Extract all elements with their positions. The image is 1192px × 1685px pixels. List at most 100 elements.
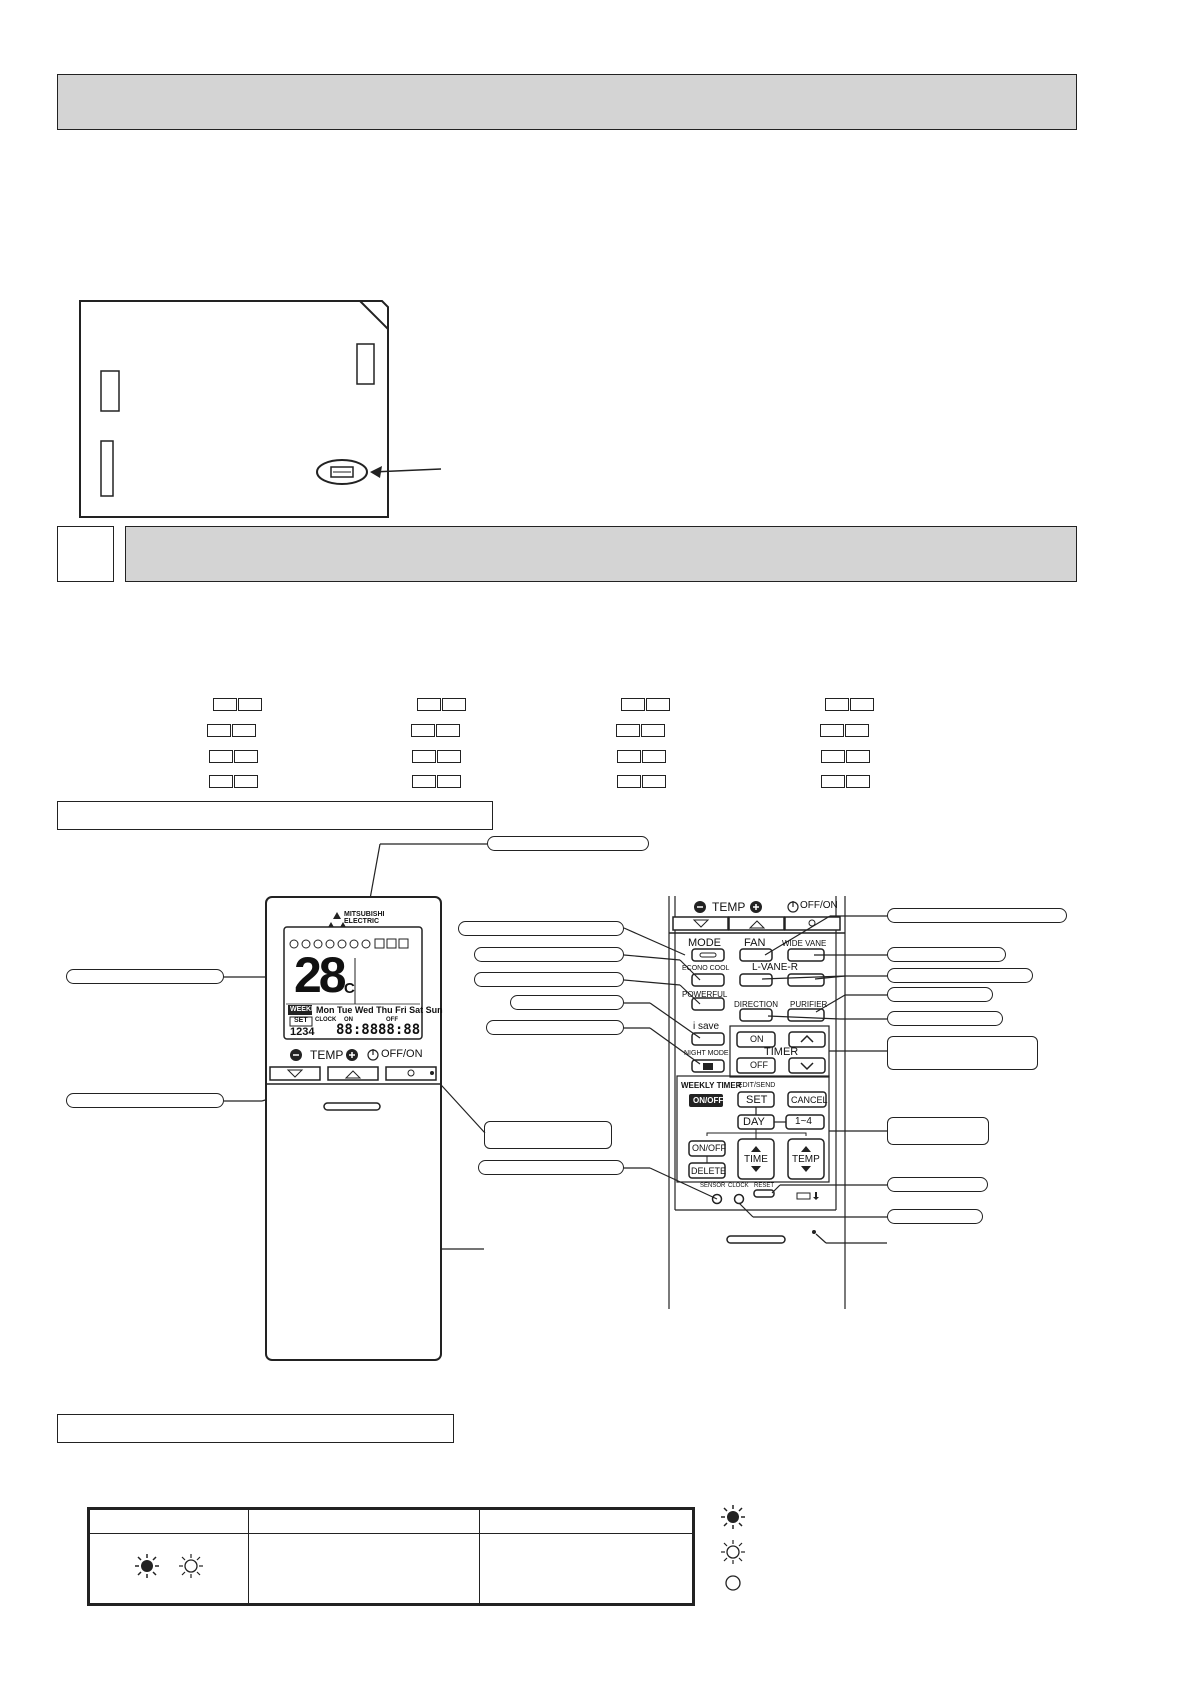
table-header-cell	[479, 1507, 695, 1534]
isave-label: i save	[693, 1021, 720, 1032]
subsection-title-box-remote	[57, 801, 493, 830]
time-button[interactable]	[738, 1139, 774, 1179]
reset-label: RESET	[754, 1183, 775, 1189]
cancel-button[interactable]	[788, 1092, 826, 1107]
inside-offon-label: OFF/ON	[800, 900, 838, 911]
timer-off-button[interactable]	[737, 1058, 775, 1073]
lcd-unit: °C	[338, 980, 355, 997]
sensor-button[interactable]	[712, 1194, 722, 1204]
inside-temp-label: TEMP	[712, 900, 746, 914]
temp-down-button[interactable]	[270, 1067, 320, 1080]
set-button[interactable]	[738, 1092, 774, 1107]
weekly-onoff-button[interactable]	[689, 1094, 723, 1107]
code-pair-r1c3	[621, 698, 671, 711]
callout-operate-button	[484, 1121, 612, 1149]
powerful-label: POWERFUL	[682, 990, 728, 999]
remote-controller-front	[224, 843, 487, 1361]
code-pair-r3c1	[209, 750, 259, 763]
set-label: SET	[746, 1094, 768, 1106]
delete-button[interactable]	[689, 1163, 725, 1178]
code-pair-r3c4	[821, 750, 871, 763]
direction-button[interactable]	[740, 1009, 772, 1021]
power-button[interactable]	[386, 1067, 436, 1080]
delete-label: DELETE	[691, 1166, 727, 1176]
night-mode-button[interactable]	[692, 1060, 724, 1072]
callout-timer	[887, 1036, 1038, 1070]
callout-direction	[887, 1011, 1003, 1026]
callout-temp-buttons	[66, 1093, 224, 1108]
sensor-label: SENSOR	[700, 1183, 726, 1189]
lamp-blinking-icon	[721, 1540, 745, 1564]
fan-button[interactable]	[740, 949, 772, 961]
wide-vane-button[interactable]	[788, 949, 824, 961]
powerful-button[interactable]	[692, 998, 724, 1010]
code-pair-r1c1	[213, 698, 263, 711]
lamp-on-icon	[135, 1554, 159, 1578]
code-pair-r4c3	[617, 775, 667, 788]
code-pair-r2c3	[616, 724, 666, 737]
front-cover-handle[interactable]	[324, 1103, 380, 1110]
mode-button[interactable]	[692, 949, 724, 961]
lcd-set-badge: SET	[294, 1017, 308, 1024]
clock-button[interactable]	[734, 1194, 744, 1204]
onoff-button[interactable]	[689, 1141, 725, 1156]
econo-cool-button[interactable]	[692, 974, 724, 986]
lamp-off-icon	[725, 1575, 741, 1591]
callout-operation-display	[66, 969, 224, 984]
timer-on-button[interactable]	[737, 1032, 775, 1047]
code-pair-r1c4	[825, 698, 875, 711]
weekly-onoff-label: ON/OFF	[693, 1096, 724, 1105]
callout-display	[487, 836, 649, 851]
isave-button[interactable]	[692, 1033, 724, 1045]
day-label: DAY	[743, 1116, 765, 1128]
night-mode-label: NIGHT MODE	[684, 1050, 729, 1057]
timer-up-button[interactable]	[789, 1032, 825, 1047]
edit-send-label: EDIT/SEND	[738, 1082, 776, 1089]
vane-right-button[interactable]	[788, 974, 824, 986]
offon-label: OFF/ON	[381, 1048, 423, 1060]
table-header-cell	[87, 1507, 249, 1534]
weekly-temp-button[interactable]	[788, 1139, 824, 1179]
section-number-box	[57, 526, 114, 582]
range-button[interactable]	[786, 1115, 824, 1129]
onoff-label: ON/OFF	[692, 1143, 726, 1153]
lamp-legend	[721, 1505, 745, 1591]
callout-night-mode	[486, 1020, 624, 1035]
callout-l-vane-r	[887, 968, 1033, 983]
table-lamp-cell	[87, 1533, 249, 1606]
reset-button[interactable]	[754, 1190, 774, 1197]
lcd-time-off: 88:88	[378, 1022, 421, 1038]
lcd-temperature: 28	[294, 947, 347, 1003]
weekly-timer-label: WEEKLY TIMER	[681, 1081, 742, 1090]
lcd-time-on: 88:88	[336, 1022, 379, 1038]
callout-offon	[887, 908, 1067, 923]
timer-down-button[interactable]	[789, 1058, 825, 1073]
wide-vane-label: WIDE VANE	[782, 939, 827, 948]
brand-name-electric: ELECTRIC	[344, 918, 379, 925]
timer-on-label: ON	[750, 1034, 764, 1044]
subsection-title-box-indicator	[57, 1414, 454, 1443]
range-label: 1~4	[795, 1116, 812, 1127]
purifier-button[interactable]	[788, 1009, 824, 1021]
purifier-label: PURIFIER	[790, 1000, 828, 1009]
callout-purifier	[887, 987, 993, 1002]
code-pair-r4c4	[821, 775, 871, 788]
indoor-board-diagram	[79, 300, 442, 518]
timer-label: TIMER	[764, 1046, 799, 1058]
section-header-bar-second	[125, 526, 1077, 582]
l-vane-r-label: L-VANE-R	[752, 962, 798, 973]
code-pair-r2c4	[820, 724, 870, 737]
cancel-label: CANCEL	[791, 1095, 828, 1105]
day-button[interactable]	[738, 1115, 774, 1129]
lcd-timer-on: ON	[344, 1017, 353, 1023]
table-body-cell	[479, 1533, 695, 1606]
lcd-day-numbers: 1234	[290, 1026, 315, 1038]
lamp-icons	[135, 1554, 203, 1578]
lcd-timer-off: OFF	[386, 1017, 398, 1023]
weekly-temp-label: TEMP	[792, 1154, 820, 1165]
callout-weekly-timer	[887, 1117, 989, 1145]
fan-label: FAN	[744, 937, 766, 949]
vane-left-button[interactable]	[740, 974, 772, 986]
code-pair-r4c2	[412, 775, 462, 788]
temp-up-button[interactable]	[328, 1067, 378, 1080]
